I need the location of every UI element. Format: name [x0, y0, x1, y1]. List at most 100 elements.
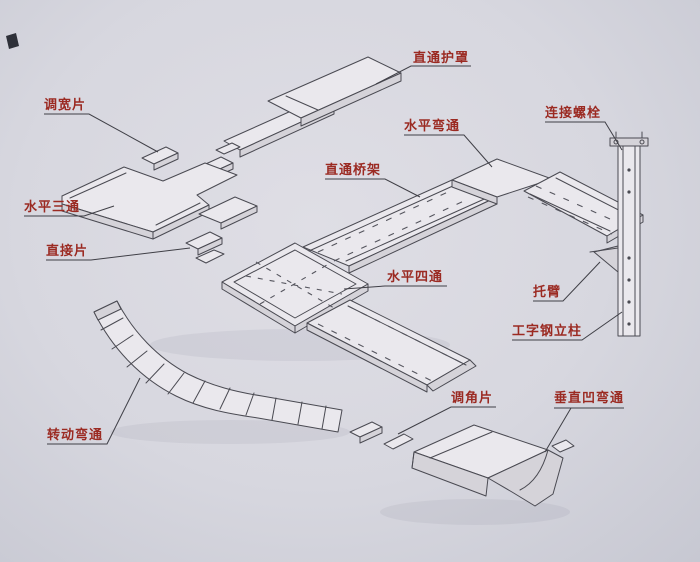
- column-hole: [627, 278, 631, 282]
- plate-edge: [197, 237, 223, 256]
- bolt-stem: [615, 131, 643, 139]
- tee-flange-line: [69, 172, 127, 199]
- column-hole: [627, 256, 631, 260]
- leader-rotating-bend: [47, 377, 141, 445]
- hatch-line: [347, 305, 463, 364]
- label-rotating-bend: 转动弯通: [47, 427, 103, 443]
- tray-side-rail: [308, 184, 456, 252]
- hatch-line: [255, 261, 335, 309]
- label-straight-tray: 直通桥架: [325, 162, 381, 178]
- leader-i-beam-column: [512, 311, 623, 341]
- part-vertical-concave-bend: [411, 424, 575, 507]
- rung-line: [271, 397, 277, 421]
- rung-line: [321, 405, 327, 430]
- leader-vertical-concave-bend: [544, 407, 624, 453]
- leader-horizontal-cross: [343, 285, 447, 290]
- rung-line: [297, 401, 303, 425]
- vbend-trough-line: [429, 431, 493, 459]
- leader-cover: [375, 65, 471, 85]
- rung-line: [167, 372, 185, 395]
- shadow: [110, 420, 350, 444]
- bracket-arm-shape: [593, 245, 619, 273]
- part-rotating-bend: [93, 300, 343, 433]
- column-shaft: [617, 145, 641, 337]
- rot-bend-body: [93, 300, 343, 433]
- labels: 直通护罩 调宽片 水平弯通 连接螺栓 直通桥架 水平三通 直接片 水平四通 托臂…: [24, 50, 624, 443]
- column-hole: [627, 190, 631, 194]
- column-hole: [627, 168, 631, 172]
- label-angle-piece: 调角片: [451, 390, 493, 406]
- hatch-line: [317, 323, 433, 382]
- leader-bracket-arm: [533, 261, 601, 302]
- part-horizontal-tee: [61, 162, 258, 240]
- leader-connecting-bolt: [545, 121, 623, 151]
- bracket-top-line: [589, 247, 619, 253]
- rung-line: [145, 363, 165, 384]
- cross-inner-border: [233, 249, 357, 319]
- rot-bend-end-cap: [93, 300, 122, 321]
- cover-ridge-line: [285, 95, 319, 111]
- run-side-rail: [529, 193, 611, 232]
- label-horizontal-bend: 水平弯通: [404, 118, 460, 134]
- hatch-line: [535, 185, 629, 228]
- column-hole: [627, 300, 631, 304]
- leader-connector-plate: [46, 247, 191, 261]
- part-connector-plate: [185, 231, 225, 264]
- part-lower-tray: [306, 299, 477, 393]
- leader-straight-tray: [325, 178, 421, 198]
- part-horizontal-cross: [221, 242, 369, 334]
- tee-flange-line: [155, 202, 201, 226]
- vbend-curve-line: [519, 449, 549, 491]
- label-bracket-arm: 托臂: [533, 284, 561, 300]
- column-cap-plate: [609, 137, 649, 147]
- photo-blemish: [6, 33, 19, 49]
- angle-piece-edge: [359, 426, 383, 444]
- label-cover: 直通护罩: [413, 50, 469, 66]
- leader-horizontal-bend: [404, 134, 493, 168]
- vbend-end-cap: [411, 451, 415, 469]
- label-connecting-bolt: 连接螺栓: [545, 105, 601, 121]
- rung-line: [245, 392, 255, 416]
- leader-lines: [24, 65, 624, 453]
- part-width-adjust: [141, 142, 241, 181]
- width-piece-edge: [153, 152, 179, 171]
- rung-line: [219, 387, 231, 410]
- label-horizontal-cross: 水平四通: [387, 269, 443, 285]
- cover-front-edge: [300, 72, 402, 127]
- part-horizontal-bend: [451, 158, 644, 244]
- label-i-beam-column: 工字钢立柱: [512, 323, 582, 339]
- tray-side-rail: [345, 195, 492, 262]
- label-horizontal-tee: 水平三通: [24, 199, 80, 215]
- rung-line: [111, 334, 134, 350]
- label-connector-plate: 直接片: [46, 243, 88, 259]
- part-i-beam-column: [589, 131, 649, 337]
- column-hole: [627, 322, 631, 326]
- tray-end-cap: [426, 359, 477, 392]
- angle-piece-shape: [383, 433, 414, 450]
- hatch-line: [527, 196, 613, 235]
- label-vertical-concave-bend: 垂直凹弯通: [554, 390, 624, 406]
- label-width-adjust: 调宽片: [44, 97, 86, 113]
- plate: [195, 249, 225, 264]
- leader-horizontal-tee: [24, 205, 115, 217]
- part-straight-tray: [302, 179, 498, 274]
- bend-front-edge: [451, 179, 498, 205]
- tee-stub-edge: [220, 205, 258, 230]
- shadow: [380, 499, 570, 525]
- leader-angle-piece: [397, 406, 496, 435]
- rung-line: [126, 350, 148, 368]
- rung-line: [100, 317, 124, 331]
- part-angle-piece: [349, 421, 414, 450]
- vbend-flange-tab: [551, 439, 575, 453]
- hatch-line: [259, 261, 333, 305]
- width-piece: [215, 142, 241, 155]
- hatch-line: [333, 199, 467, 262]
- leader-width-adjust: [44, 113, 159, 153]
- tray-front-edge: [306, 322, 428, 393]
- part-straight-cover: [223, 56, 402, 158]
- vbend-descending-face: [487, 449, 564, 507]
- tee-top-face: [61, 162, 238, 233]
- bolt-icon: [639, 139, 645, 145]
